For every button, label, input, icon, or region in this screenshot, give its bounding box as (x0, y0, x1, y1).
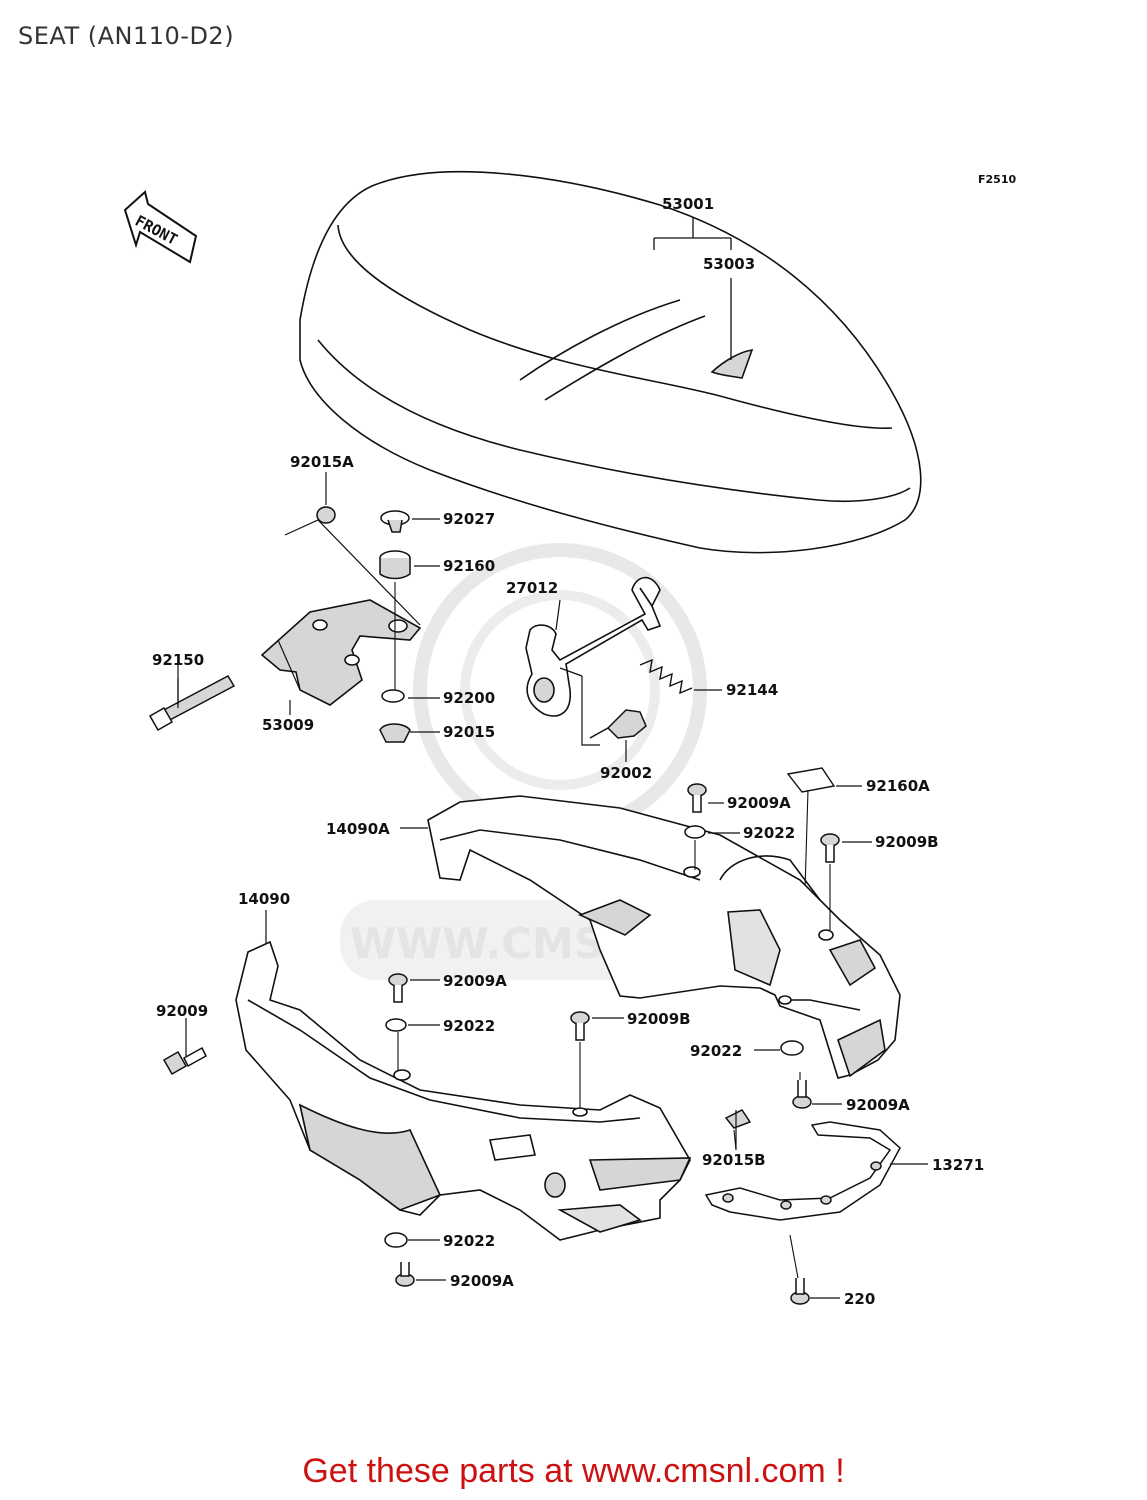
callout-92027: 92027 (443, 510, 495, 528)
figure-code: F2510 (978, 173, 1016, 186)
callout-labels: 53001 53003 92015A 92027 92160 27012 921… (152, 195, 984, 1308)
callout-92022-3: 92022 (690, 1042, 742, 1060)
callout-92015: 92015 (443, 723, 495, 741)
callout-92015a: 92015A (290, 453, 354, 471)
callout-92009a-1: 92009A (727, 794, 791, 812)
callout-92009b-2: 92009B (627, 1010, 691, 1028)
footer-link-text[interactable]: Get these parts at www.cmsnl.com ! (302, 1452, 845, 1490)
callout-92009a-4: 92009A (450, 1272, 514, 1290)
callout-13271: 13271 (932, 1156, 984, 1174)
callout-220: 220 (844, 1290, 875, 1308)
bolt-92150-part (148, 675, 236, 732)
callout-92009: 92009 (156, 1002, 208, 1020)
callout-53001: 53001 (662, 195, 714, 213)
inner-cover-part (427, 795, 901, 1079)
page-title: SEAT (AN110-D2) (18, 22, 235, 50)
front-arrow-icon: FRONT (123, 190, 198, 264)
callout-53009: 53009 (262, 716, 314, 734)
callout-92160a: 92160A (866, 777, 930, 795)
callout-92015b: 92015B (702, 1151, 766, 1169)
callout-92002: 92002 (600, 764, 652, 782)
callout-92022-2: 92022 (443, 1017, 495, 1035)
callout-92022-1: 92022 (743, 824, 795, 842)
callout-92144: 92144 (726, 681, 778, 699)
hinge-bracket-part (260, 519, 422, 706)
callout-92022-4: 92022 (443, 1232, 495, 1250)
callout-92009a-2: 92009A (443, 972, 507, 990)
outer-cover-part (235, 940, 692, 1241)
callout-53003: 53003 (703, 255, 755, 273)
callout-92009a-3: 92009A (846, 1096, 910, 1114)
seat-leaders (653, 218, 732, 360)
callout-14090a: 14090A (326, 820, 390, 838)
seat-lock-part (525, 576, 662, 746)
callout-leaders (177, 472, 928, 1299)
callout-27012: 27012 (506, 579, 558, 597)
fasteners (162, 783, 840, 1305)
callout-92009b-1: 92009B (875, 833, 939, 851)
seat-part (299, 171, 922, 554)
callout-92150: 92150 (152, 651, 204, 669)
hardware-stack (316, 506, 411, 743)
callout-92160: 92160 (443, 557, 495, 575)
footer-link[interactable]: Get these parts at www.cmsnl.com ! (0, 1452, 1147, 1491)
spring-part (639, 658, 693, 695)
pin-part (589, 709, 647, 739)
bracket-13271-part (704, 1109, 901, 1221)
callout-92200: 92200 (443, 689, 495, 707)
callout-14090: 14090 (238, 890, 290, 908)
